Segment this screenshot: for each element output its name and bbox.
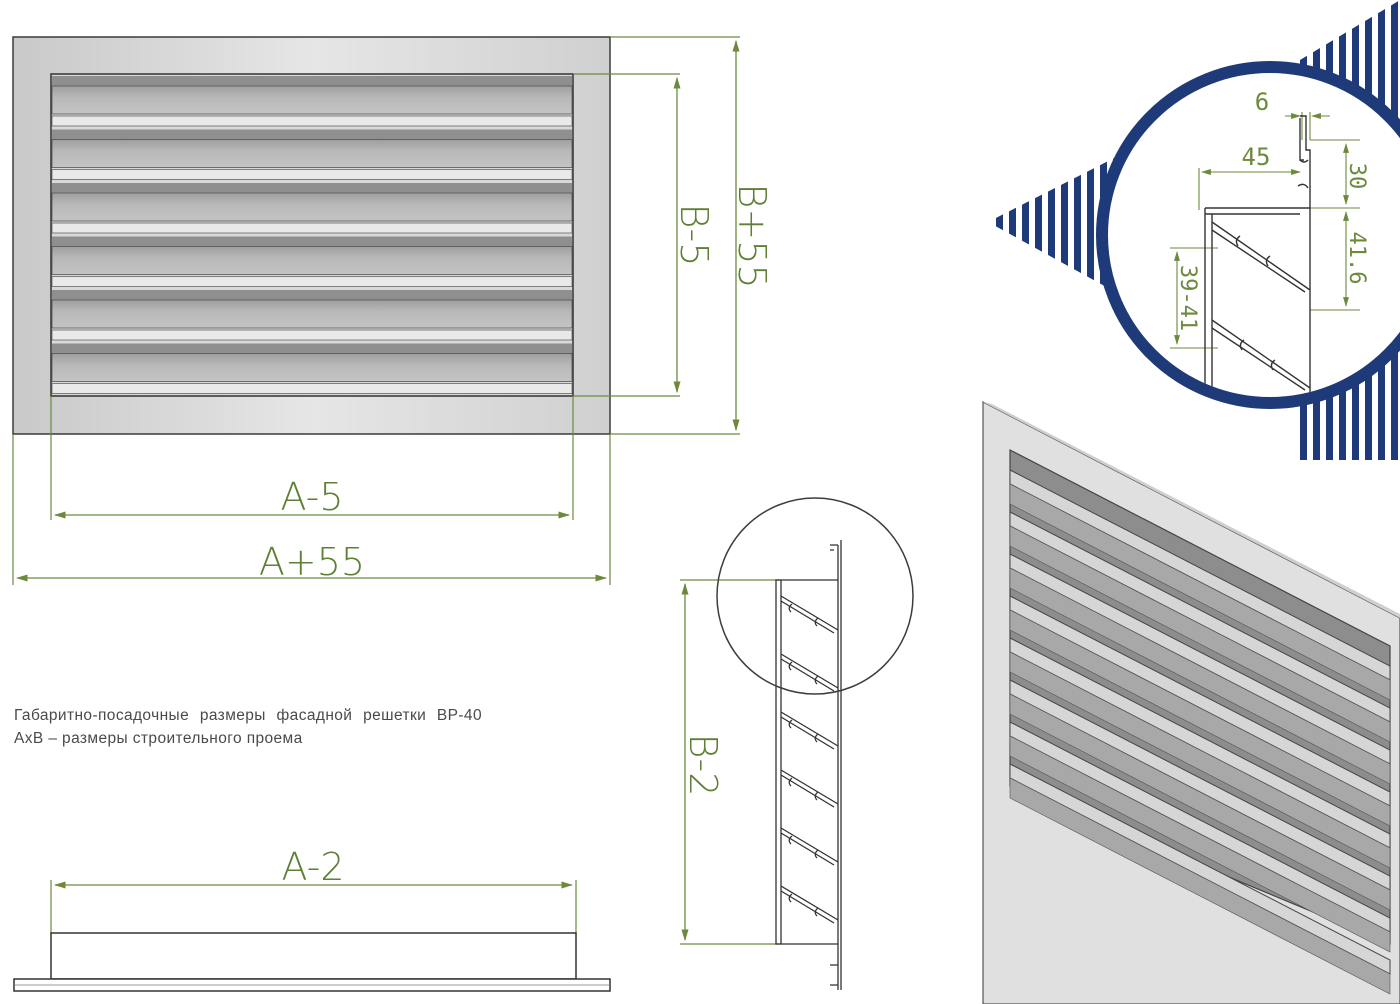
slat-gap	[51, 276, 573, 287]
stripe	[1074, 150, 1081, 300]
stripe	[1048, 150, 1055, 300]
slat	[51, 192, 573, 222]
outer-width-label: A+55	[259, 540, 365, 584]
stripe	[1087, 150, 1094, 300]
slat-3d-underside	[1009, 609, 1391, 827]
detail-dim-30: 30	[1344, 163, 1369, 190]
side-slat-hook	[788, 777, 819, 801]
slat-gap	[51, 383, 573, 394]
grille-slats	[51, 76, 573, 394]
top-view-body	[50, 932, 577, 980]
slat-3d-underside	[1009, 693, 1391, 911]
side-section-profile	[775, 540, 842, 990]
side-slat	[780, 711, 839, 750]
grille-3d-slats	[1009, 469, 1391, 995]
stripe	[1061, 150, 1068, 300]
slat-gap	[51, 115, 573, 127]
slat-3d-underside	[1009, 777, 1391, 995]
side-slat	[780, 885, 839, 924]
side-section-slats	[780, 595, 839, 924]
detail-dim-39-41: 39-41	[1175, 265, 1200, 331]
side-slat	[780, 653, 839, 692]
slat	[51, 299, 573, 329]
stripe	[996, 150, 1003, 300]
side-slat	[780, 769, 839, 808]
side-height-label: B-2	[681, 734, 725, 797]
slat-shadow	[52, 76, 572, 86]
side-slat	[780, 827, 839, 866]
stripe	[1035, 150, 1042, 300]
slat-3d-underside	[1009, 651, 1391, 869]
stripe	[1009, 150, 1016, 300]
side-slat-hook	[788, 603, 819, 627]
side-slat	[780, 595, 839, 634]
stripe	[1022, 150, 1029, 300]
detail-section-drawing: 6 45 30 41.6 39-41	[1170, 88, 1369, 397]
slat-shadow	[52, 129, 572, 140]
slat-3d-underside	[1009, 567, 1391, 785]
side-slat-hook	[788, 835, 819, 859]
caption-title: Габаритно-посадочные размеры фасадной ре…	[14, 707, 482, 724]
slat-shadow	[52, 290, 572, 300]
side-slat-hook	[788, 661, 819, 685]
detail-callout-circle	[716, 497, 914, 695]
grille-opening	[50, 73, 574, 397]
slat	[51, 246, 573, 275]
slat-gap	[51, 329, 573, 341]
side-section-view: B-2	[680, 497, 914, 990]
detail-dim-6: 6	[1255, 88, 1269, 116]
slat-shadow	[52, 236, 572, 247]
slat	[51, 353, 573, 382]
top-view: A-2	[13, 845, 611, 992]
side-slat-hook	[788, 893, 819, 917]
slat-gap	[51, 169, 573, 180]
front-view: B-5 B+55 A-5 A+55	[12, 36, 774, 585]
detail-dim-41-6: 41.6	[1344, 232, 1369, 285]
slat-3d-underside	[1009, 525, 1391, 743]
top-width-label: A-2	[281, 845, 344, 889]
outer-height-label: B+55	[730, 183, 774, 288]
slat-gap	[51, 222, 573, 234]
slat-3d-underside	[1009, 735, 1391, 953]
slat-3d-underside	[1009, 483, 1391, 701]
slat	[51, 139, 573, 168]
detail-dim-45: 45	[1242, 143, 1271, 171]
slat	[51, 85, 573, 115]
inner-height-label: B-5	[672, 204, 716, 267]
slat-shadow	[52, 343, 572, 354]
inner-width-label: A-5	[280, 475, 343, 519]
caption-subtitle: AxB – размеры строительного проема	[14, 730, 303, 747]
detail-badge: 6 45 30 41.6 39-41	[996, 0, 1400, 460]
grille-3d-render	[982, 401, 1400, 1004]
caption: Габаритно-посадочные размеры фасадной ре…	[14, 704, 574, 750]
side-slat-hook	[788, 719, 819, 743]
slat-shadow	[52, 183, 572, 193]
